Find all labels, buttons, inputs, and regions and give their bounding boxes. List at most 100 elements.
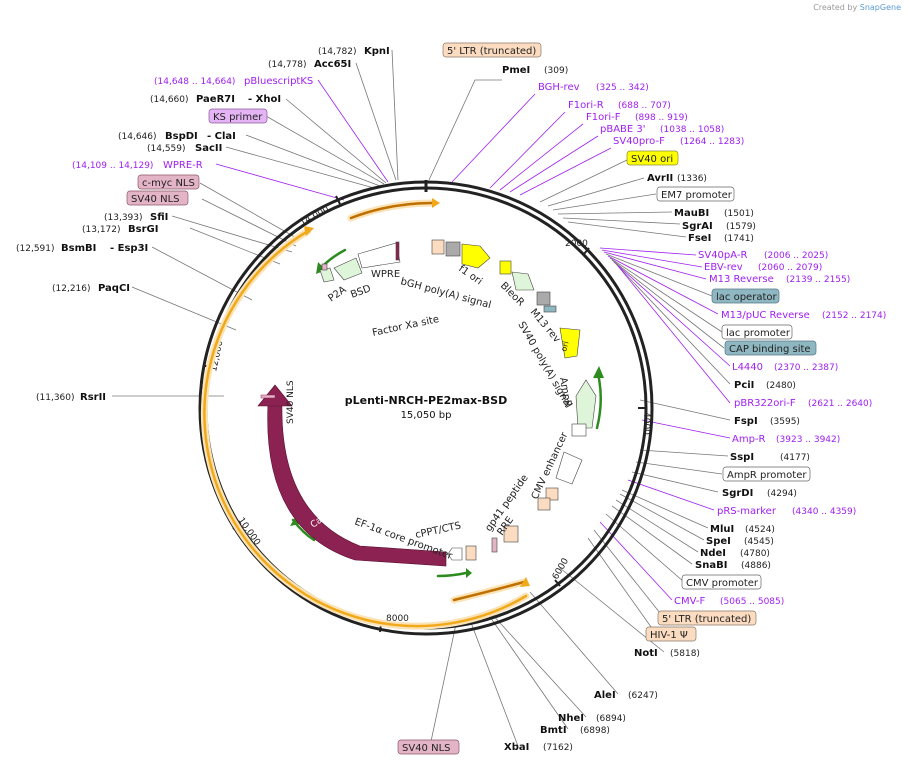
leader-line — [621, 489, 709, 529]
enzyme-name: BspDI — [165, 131, 198, 142]
feature-box — [126, 190, 189, 206]
feature-box — [397, 739, 460, 755]
m13-block — [543, 305, 557, 313]
enzyme-alias: - ClaI — [207, 131, 236, 142]
enzyme-name: PaeR7I — [196, 94, 235, 105]
leader-line — [285, 98, 387, 184]
primer-range: (1264 .. 1283) — [680, 137, 744, 147]
arrowhead — [466, 568, 472, 578]
orange-arc-main — [203, 229, 528, 628]
primer-name: pBR322ori-F — [734, 398, 796, 409]
enzyme-pos: (4545) — [744, 537, 774, 547]
arrowhead — [593, 366, 604, 378]
ltr-block-small — [537, 497, 551, 511]
bsd-label: BSD — [349, 283, 373, 301]
enzyme-pos: (11,360) — [36, 393, 75, 403]
leader-line — [469, 619, 519, 747]
leader-line — [603, 251, 707, 280]
tick-label: 8000 — [386, 614, 409, 624]
primer-name: SV40pro-F — [613, 136, 665, 147]
enzyme-name: MauBI — [674, 208, 709, 219]
factor-xa-label: Factor Xa site — [371, 314, 440, 339]
enzyme-pos: (4886) — [741, 561, 771, 571]
leader-line — [509, 135, 599, 193]
leader-line — [557, 211, 673, 215]
enzyme-name: Acc65I — [314, 59, 351, 70]
leader-line — [552, 193, 657, 211]
leader-line — [451, 93, 536, 183]
cas9-feature — [267, 403, 447, 567]
snapgene-credit: Created by SnapGene — [813, 3, 901, 12]
leader-line — [631, 471, 719, 493]
feature-label-5ltr: 5' LTR (truncated) — [447, 46, 536, 57]
enzyme-pos: (12,591) — [16, 244, 55, 254]
feature-label-ks-primer: KS primer — [213, 112, 263, 123]
ampr-arrow — [575, 379, 597, 429]
feature-box — [442, 42, 542, 58]
primer-range: (14,109 .. 14,129) — [72, 161, 153, 171]
primer-name: CMV-F — [674, 596, 705, 607]
primer-name: F1ori-R — [568, 100, 604, 111]
leader-line — [215, 163, 345, 201]
arrowhead — [520, 577, 530, 587]
feature-box — [711, 288, 780, 304]
enzyme-pos: (1579) — [726, 222, 756, 232]
enzyme-name: RsrII — [80, 392, 106, 403]
leader-line — [599, 521, 673, 601]
enzyme-pos: (1501) — [724, 209, 754, 219]
primer-range: (5065 .. 5085) — [720, 597, 784, 607]
cppt-block — [465, 545, 477, 561]
enzyme-name: FseI — [688, 233, 711, 244]
feature-label-cmv-promoter: CMV promoter — [686, 578, 759, 589]
primer-range: (2152 .. 2174) — [822, 311, 886, 321]
leader-line — [607, 255, 719, 315]
p2a-label: P2A — [326, 284, 348, 304]
feature-box — [724, 340, 817, 356]
primer-name: pRS-marker — [717, 506, 777, 517]
cppt-label: cPPT/CTS — [414, 521, 462, 541]
primer-name: M13/pUC Reverse — [721, 310, 810, 321]
ef1a-arrow — [447, 547, 463, 561]
enzyme-name: BmtI — [540, 725, 567, 736]
primer-range: (325 .. 342) — [596, 83, 649, 93]
primer-name: SV40pA-R — [698, 250, 747, 261]
enzyme-name: SspI — [730, 452, 754, 463]
primer-name: F1ori-F — [586, 112, 621, 123]
enzyme-pos: (4177) — [780, 453, 810, 463]
ltr-block-small — [545, 487, 559, 501]
leader-line — [567, 221, 687, 238]
feature-label-5ltr-2: 5' LTR (truncated) — [662, 614, 751, 625]
feature-box — [645, 626, 697, 642]
leader-line — [355, 62, 397, 181]
enzyme-pos: (7162) — [543, 743, 573, 753]
leader-line — [611, 259, 725, 349]
leader-line — [627, 479, 715, 511]
leader-line — [317, 79, 389, 183]
enzyme-pos: (14,782) — [318, 47, 357, 57]
ori-label: ori — [559, 340, 570, 352]
leader-line — [265, 115, 385, 185]
orange-arc-top — [347, 199, 436, 222]
enzyme-name: MluI — [710, 524, 734, 535]
leader-line — [489, 611, 587, 718]
ori-small-block — [536, 291, 551, 306]
enzyme-pos: (3595) — [770, 417, 800, 427]
leader-line — [605, 253, 713, 297]
enzyme-name: PmeI — [502, 65, 530, 76]
feature-box — [137, 174, 200, 190]
leader-line — [225, 146, 375, 189]
leader-line — [131, 286, 237, 331]
enzyme-name: PaqCI — [98, 283, 130, 294]
bleor-arrow — [511, 271, 535, 291]
primer-name: WPRE-R — [163, 160, 203, 171]
arrowhead — [290, 516, 300, 526]
leader-line — [613, 261, 731, 367]
enzyme-pos: (14,660) — [150, 95, 189, 105]
enzyme-pos: (6247) — [628, 691, 658, 701]
leader-line — [487, 613, 569, 730]
enzyme-alias: - XhoI — [248, 94, 281, 105]
enzyme-name: NotI — [634, 648, 658, 659]
leader-line — [539, 159, 628, 203]
leader-line — [499, 123, 584, 191]
enzyme-pos: (14,559) — [147, 144, 186, 154]
